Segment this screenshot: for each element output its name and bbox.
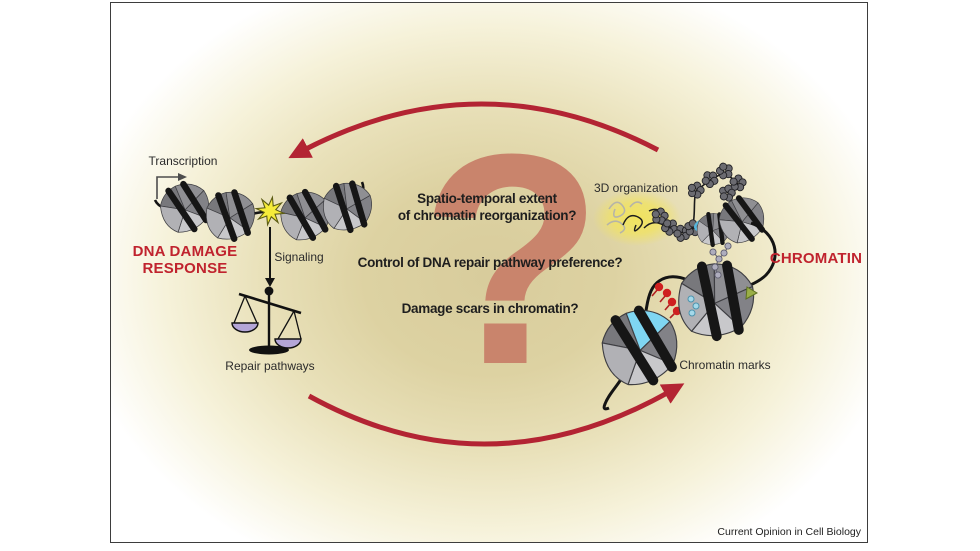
question-spatio-temporal-line1: Spatio-temporal extent bbox=[417, 191, 557, 206]
dna-damage-title-line2: RESPONSE bbox=[142, 260, 228, 277]
nucleosome bbox=[204, 190, 257, 242]
question-mark: ? bbox=[420, 91, 604, 427]
cycle-arrow-top bbox=[288, 101, 660, 159]
dna-damage-title-line1: DNA DAMAGE bbox=[132, 243, 238, 260]
dna-damage-response-title: DNA DAMAGE RESPONSE bbox=[115, 243, 255, 277]
chromatin-marks-label: Chromatin marks bbox=[679, 358, 771, 372]
organization-glow bbox=[593, 190, 681, 246]
organization-label: 3D organization bbox=[593, 181, 679, 195]
question-damage-scars: Damage scars in chromatin? bbox=[401, 301, 579, 316]
nucleosome bbox=[279, 191, 330, 242]
question-repair-pathway: Control of DNA repair pathway preference… bbox=[357, 255, 623, 270]
chromatin-tangle-light bbox=[606, 201, 643, 234]
journal-credit: Current Opinion in Cell Biology bbox=[717, 526, 861, 538]
cycle-arrow-bottom bbox=[307, 383, 685, 447]
ubiquitin-chain-icon bbox=[709, 242, 732, 279]
transcription-label: Transcription bbox=[148, 154, 218, 168]
histone-marks-blue bbox=[687, 295, 700, 317]
repair-pathways-label: Repair pathways bbox=[225, 359, 315, 373]
figure-frame: ? Transcription DNA DAMAGE RESPONSE Sign… bbox=[110, 2, 868, 543]
nucleosome-large-variant bbox=[599, 307, 681, 388]
dna-strand-right-lower bbox=[602, 367, 630, 411]
question-spatio-temporal: Spatio-temporal extent of chromatin reor… bbox=[367, 191, 607, 224]
damage-star-icon bbox=[254, 195, 286, 227]
histone-mark-green-icon bbox=[745, 286, 759, 300]
balance-scale-icon bbox=[231, 286, 302, 355]
signaling-label: Signaling bbox=[274, 250, 324, 264]
nucleosome bbox=[158, 181, 212, 235]
transcription-arrow-icon bbox=[156, 173, 187, 199]
diagram-artwork bbox=[153, 101, 777, 447]
question-spatio-temporal-line2: of chromatin reorganization? bbox=[397, 207, 577, 223]
chromatin-title: CHROMATIN bbox=[769, 250, 863, 267]
signaling-arrow-icon bbox=[265, 227, 275, 287]
